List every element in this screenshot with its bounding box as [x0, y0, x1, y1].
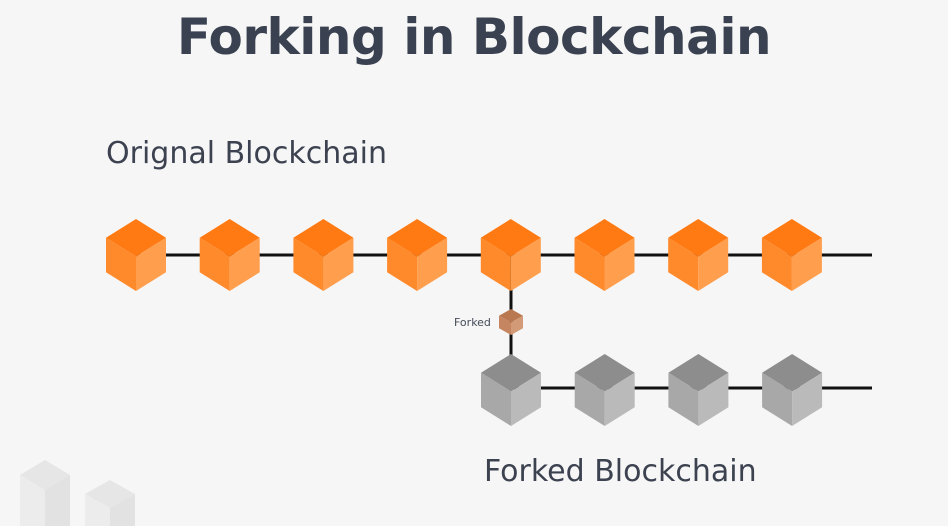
original-block-6 — [574, 219, 635, 291]
forked-block-2 — [574, 354, 635, 426]
forked-block-3 — [668, 354, 729, 426]
fork-point-cube — [499, 309, 523, 335]
original-block-5 — [480, 219, 541, 291]
original-block-7 — [668, 219, 729, 291]
original-block-2 — [199, 219, 260, 291]
forked-block-1 — [481, 354, 541, 426]
original-chain-label: Orignal Blockchain — [106, 136, 387, 171]
original-block-4 — [387, 219, 448, 291]
original-block-3 — [293, 219, 354, 291]
page-title: Forking in Blockchain — [176, 8, 772, 66]
forked-block-4 — [762, 354, 823, 426]
fork-point-block — [499, 309, 523, 335]
forked-chain-blocks — [481, 354, 823, 426]
decorative-cube-small — [85, 480, 135, 526]
original-block-1 — [106, 219, 166, 291]
decorative-cube-large — [20, 460, 70, 526]
original-chain-blocks — [106, 219, 822, 291]
forked-chain-label: Forked Blockchain — [484, 454, 757, 489]
fork-point-label: Forked — [454, 316, 491, 329]
original-block-8 — [761, 219, 822, 291]
